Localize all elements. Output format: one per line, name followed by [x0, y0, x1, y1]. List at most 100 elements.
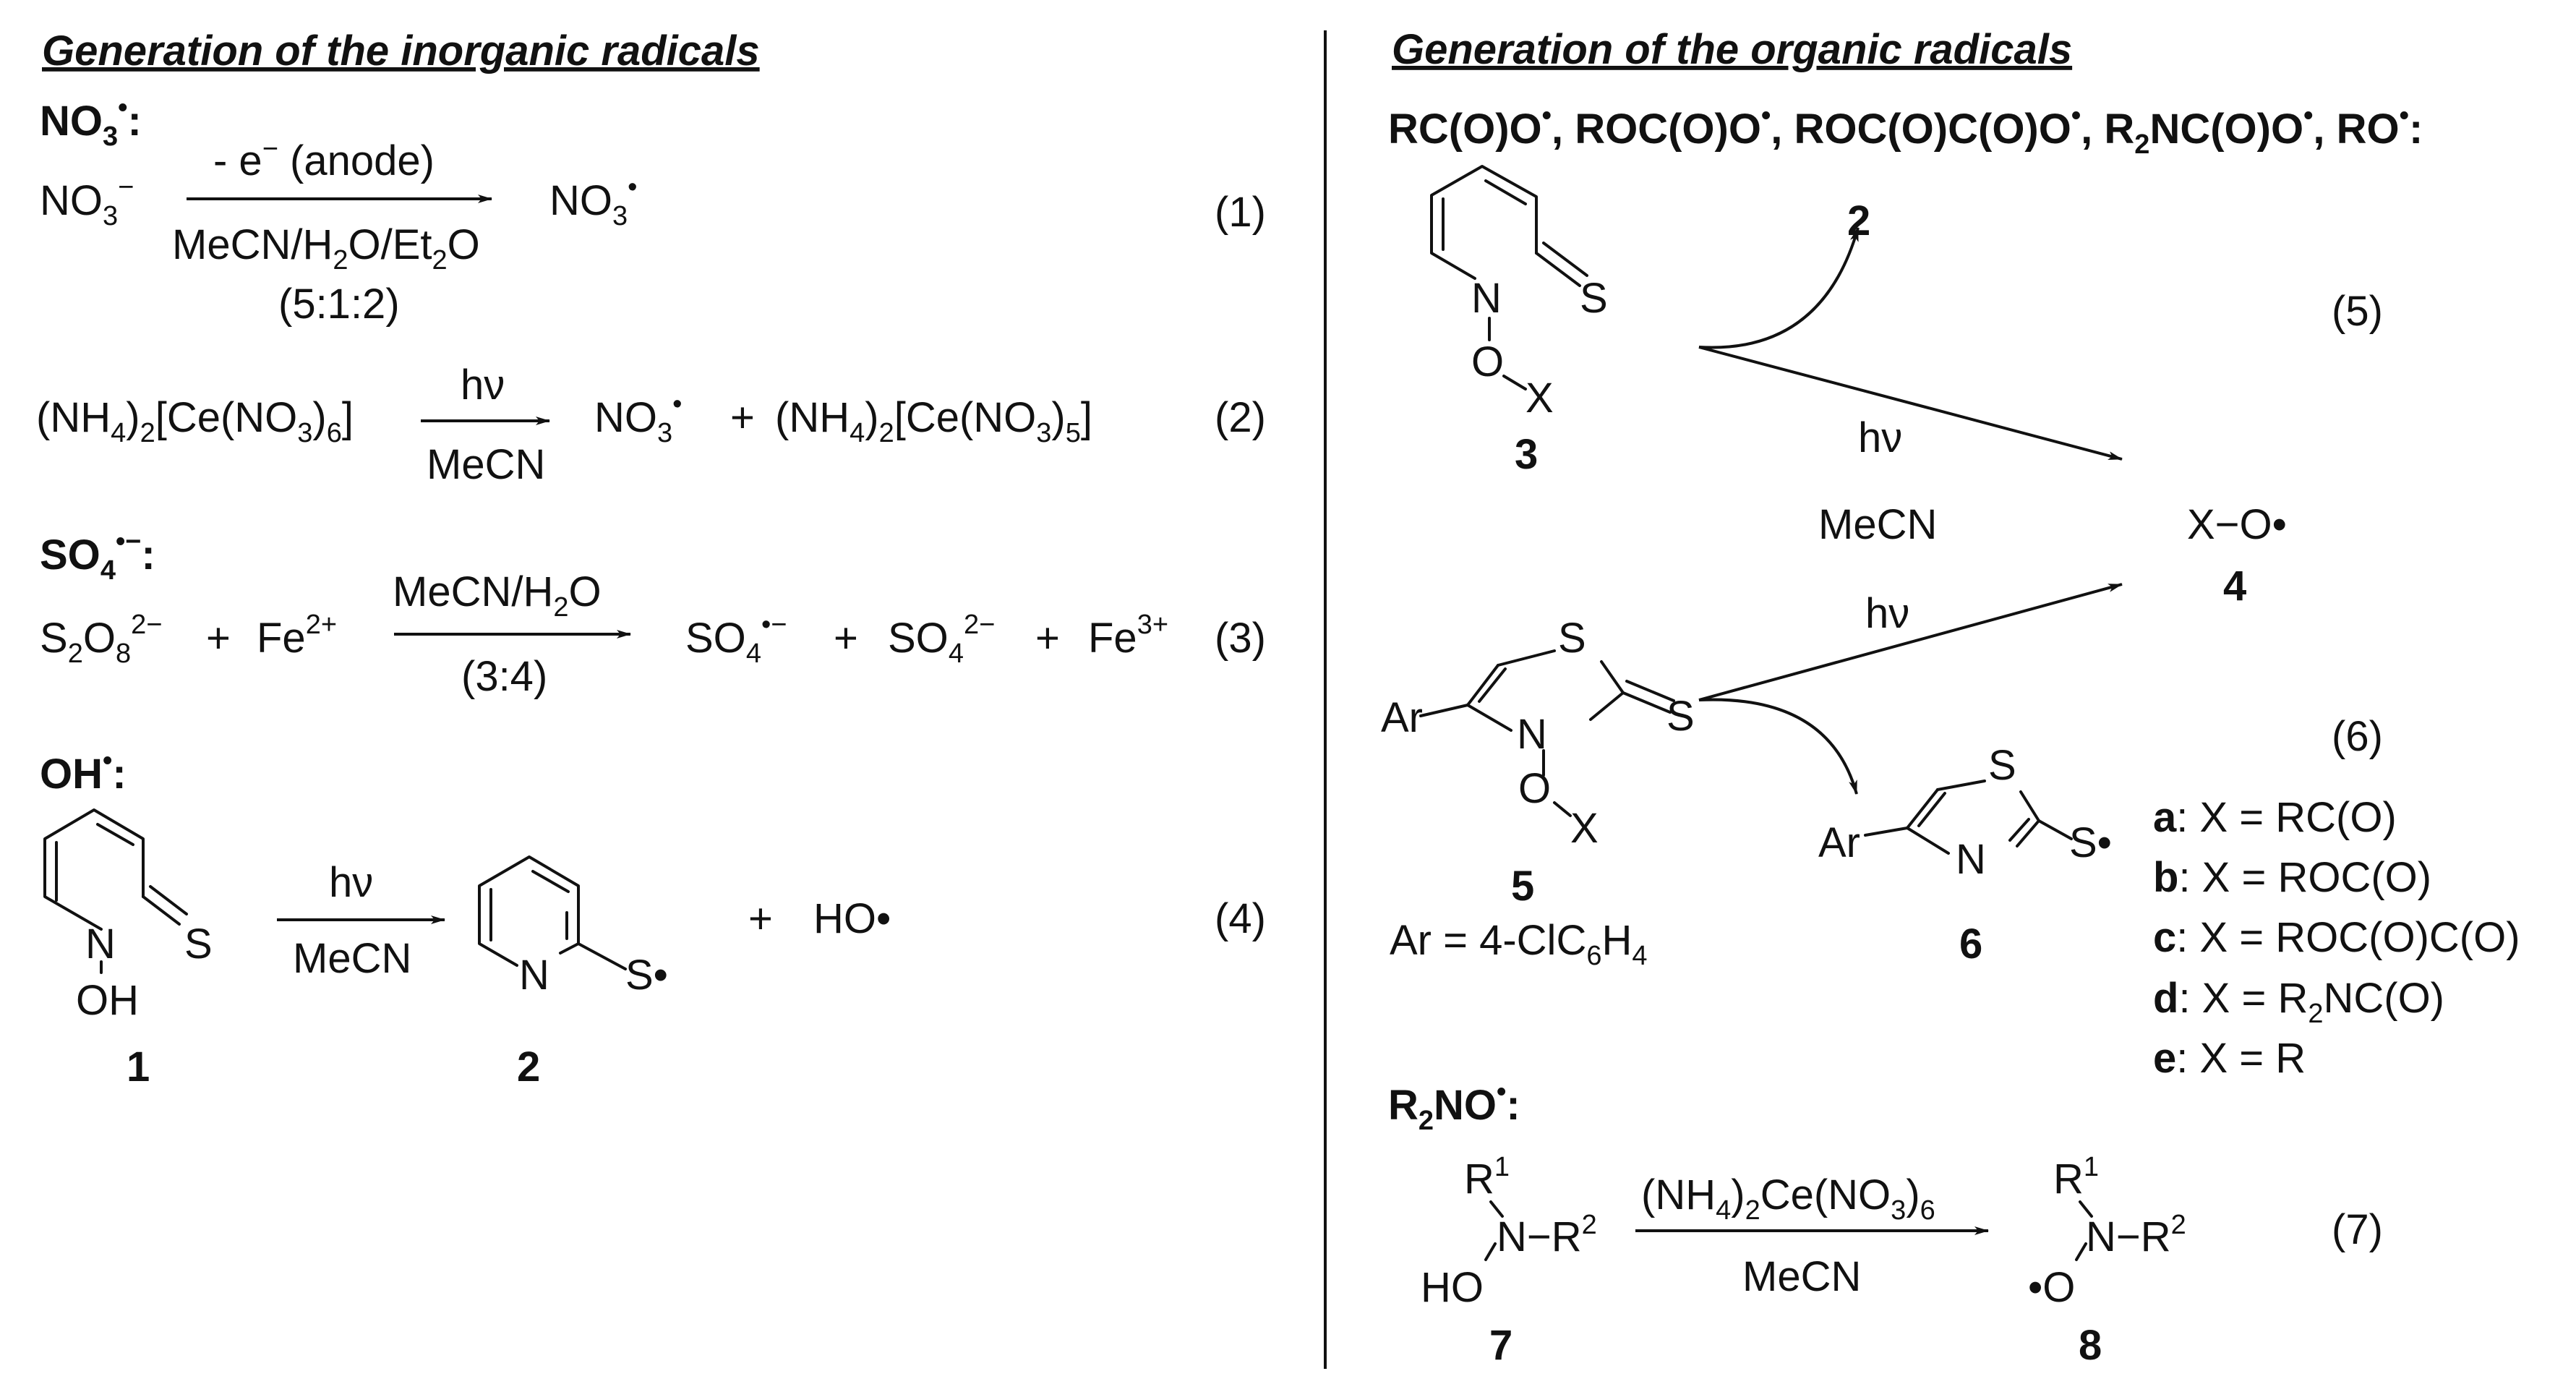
compound-5-oxygen: O [1518, 765, 1551, 812]
x-definition-d: d: X = R2NC(O) [2153, 975, 2444, 1029]
compound-7-nitrogen: N−R2 [1497, 1210, 1597, 1260]
eq1-product: NO3• [549, 172, 637, 231]
compound-2-structure: N S• 2 [478, 855, 668, 1090]
eq1-ratio: (5:1:2) [278, 281, 400, 328]
organic-radicals-heading: RC(O)O•, ROC(O)O•, ROC(O)C(O)O•, R2NC(O)… [1388, 101, 2423, 160]
eq4-product-hydroxyl-radical: HO• [813, 895, 891, 942]
equation-1: NO3− - e− (anode) MeCN/H2O/Et2O (5:1:2) … [40, 134, 1266, 328]
compound-2-label: 2 [517, 1043, 540, 1090]
eq5-number: (5) [2332, 288, 2383, 335]
compound-6-sulfur-radical: S• [2069, 819, 2112, 866]
r2no-radical-heading: R2NO•: [1388, 1077, 1520, 1136]
compound-7-r1: R1 [1464, 1152, 1510, 1203]
eq1-reactant: NO3− [40, 172, 134, 231]
eq1-condition-below: MeCN/H2O/Et2O [172, 221, 480, 276]
eq4-condition-above: hν [329, 859, 373, 906]
x-definition-b: b: X = ROC(O) [2153, 854, 2431, 901]
compound-8-structure: R1 N−R2 •O 8 [2028, 1152, 2186, 1369]
eq3-reactant1: S2O82− [40, 610, 162, 669]
eq3-product2: SO42− [888, 610, 995, 669]
x-definition-e: e: X = R [2153, 1035, 2306, 1082]
eq2-number: (2) [1215, 394, 1266, 441]
oh-radical-heading: OH•: [40, 746, 127, 798]
eq2-product1: NO3• [594, 389, 682, 448]
compound-4-label: 4 [2223, 563, 2246, 610]
eq6-arrow [1698, 583, 2123, 701]
eq3-number: (3) [1215, 615, 1266, 662]
compound-7-label: 7 [1489, 1322, 1512, 1369]
eq5-condition-above: hν [1858, 414, 1902, 461]
compound-1-label: 1 [127, 1043, 150, 1090]
compound-2-nitrogen: N [519, 952, 549, 999]
compound-7-structure: R1 N−R2 HO 7 [1421, 1152, 1597, 1369]
eq1-number: (1) [1215, 189, 1266, 236]
eq4-plus: + [748, 895, 773, 942]
compound-1-sulfur: S [184, 921, 213, 968]
eq3-condition-below: (3:4) [461, 653, 547, 700]
compound-8-label: 8 [2079, 1322, 2102, 1369]
eq6-condition-above: hν [1865, 590, 1909, 637]
eq3-plus1: + [206, 615, 231, 662]
x-definition-a: a: X = RC(O) [2153, 794, 2397, 841]
compound-5-structure: S S N Ar O X 5 Ar = 4-ClC6H4 [1381, 615, 1695, 971]
x-definition-c: c: X = ROC(O)C(O) [2153, 914, 2520, 961]
eq2-reactant: (NH4)2[Ce(NO3)6] [36, 394, 354, 448]
compound-5-aryl-definition: Ar = 4-ClC6H4 [1390, 917, 1648, 971]
eq6-byproduct-arrow [1698, 698, 1858, 795]
compound-3-label: 3 [1515, 431, 1538, 478]
eq3-condition-above: MeCN/H2O [393, 568, 602, 623]
compound-1-structure: N S OH 1 [43, 808, 213, 1090]
compound-1-nitrogen: N [85, 921, 116, 968]
compound-2-byproduct-label: 2 [1847, 197, 1870, 244]
compound-4-formula: X−O• [2187, 501, 2287, 548]
compound-5-nitrogen: N [1517, 711, 1547, 758]
x-definitions-list: a: X = RC(O) b: X = ROC(O) c: X = ROC(O)… [2153, 794, 2520, 1082]
eq2-condition-below: MeCN [427, 441, 545, 488]
eq1-condition-above: - e− (anode) [213, 134, 435, 184]
eq7-condition-below: MeCN [1742, 1253, 1861, 1300]
compound-6-aryl: Ar [1818, 819, 1860, 866]
compound-5-label: 5 [1511, 863, 1534, 910]
compound-6-nitrogen: N [1956, 836, 1986, 883]
no3-radical-heading: NO3•: [40, 93, 142, 152]
compound-6-label: 6 [1959, 921, 1982, 968]
eq3-product1: SO4•− [685, 610, 787, 669]
eq2-condition-above: hν [461, 362, 505, 409]
compound-6-sulfur-ring: S [1988, 742, 2016, 789]
compound-3-nitrogen: N [1471, 275, 1502, 322]
compound-2-sulfur-radical: S• [625, 952, 668, 999]
eq4-condition-below: MeCN [293, 935, 411, 982]
heading-inorganic: Generation of the inorganic radicals [42, 27, 760, 74]
eq3-plus2: + [834, 615, 858, 662]
heading-organic: Generation of the organic radicals [1392, 26, 2072, 73]
eq2-plus: + [730, 394, 755, 441]
eq6-number: (6) [2332, 713, 2383, 760]
compound-7-hydroxyl: HO [1421, 1264, 1484, 1311]
eq3-reactant2: Fe2+ [257, 610, 337, 662]
compound-5-sulfur-ring: S [1558, 615, 1586, 662]
eq3-plus3: + [1035, 615, 1060, 662]
compound-8-nitrogen: N−R2 [2086, 1210, 2186, 1260]
compound-6-structure: S N Ar S• 6 [1818, 742, 2112, 968]
compound-1-hydroxyl: OH [76, 977, 139, 1024]
eq5-condition-below: MeCN [1818, 501, 1937, 548]
compound-5-aryl: Ar [1381, 694, 1423, 741]
equation-2: (NH4)2[Ce(NO3)6] hν MeCN NO3• + (NH4)2[C… [36, 362, 1266, 488]
equation-3: S2O82− + Fe2+ MeCN/H2O (3:4) SO4•− + SO4… [40, 568, 1266, 700]
eq7-condition-above: (NH4)2Ce(NO3)6 [1641, 1171, 1935, 1226]
eq7-number: (7) [2332, 1206, 2383, 1253]
compound-5-sulfur-thione: S [1666, 693, 1695, 740]
so4-radical-heading: SO4•−: [40, 526, 155, 586]
compound-5-x-group: X [1570, 805, 1599, 852]
compound-8-r1: R1 [2053, 1152, 2099, 1203]
eq2-product2: (NH4)2[Ce(NO3)5] [775, 394, 1092, 448]
compound-8-oxygen-radical: •O [2028, 1264, 2075, 1311]
eq5-byproduct-arrow [1698, 227, 1860, 349]
eq5-arrow [1698, 346, 2123, 461]
eq3-product3: Fe3+ [1088, 610, 1168, 662]
eq4-number: (4) [1215, 895, 1266, 942]
compound-3-x-group: X [1526, 375, 1554, 422]
compound-3-sulfur: S [1580, 275, 1608, 322]
compound-3-structure: N S O X 3 [1430, 165, 1608, 478]
